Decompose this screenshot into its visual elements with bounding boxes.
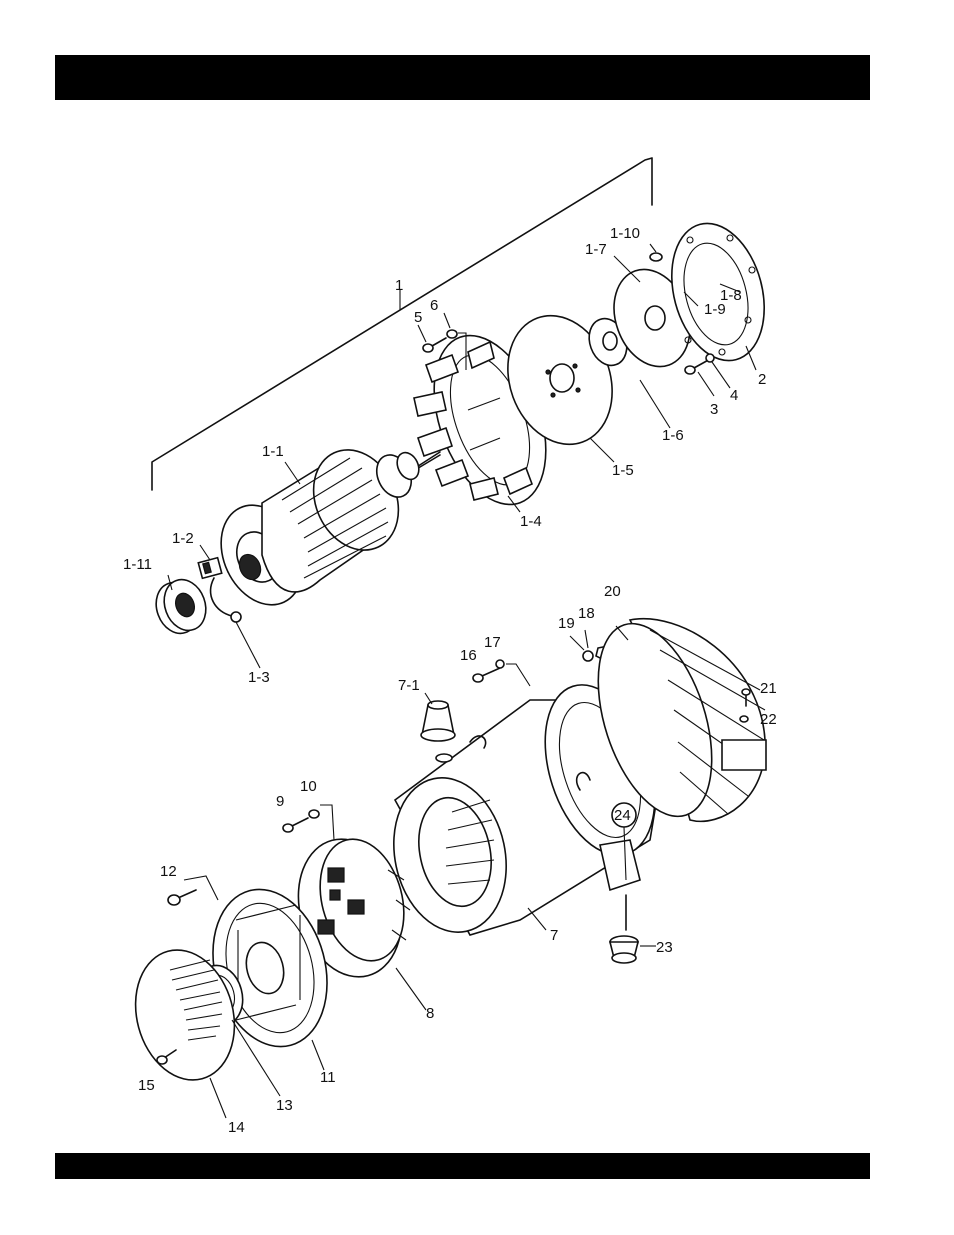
bolt-12 <box>168 876 218 905</box>
label-1-11: 1-11 <box>123 556 152 573</box>
label-19: 19 <box>558 615 575 632</box>
label-1-2: 1-2 <box>172 530 194 547</box>
bearing-1-11 <box>149 574 212 640</box>
label-1-6: 1-6 <box>662 427 684 444</box>
label-20: 20 <box>604 583 621 600</box>
label-13: 13 <box>276 1097 293 1114</box>
label-4: 4 <box>730 387 738 404</box>
label-1-4: 1-4 <box>520 513 542 530</box>
label-11: 11 <box>320 1069 336 1086</box>
label-18: 18 <box>578 605 595 622</box>
key-1-10 <box>650 253 662 261</box>
grommet-7-1 <box>421 701 455 741</box>
label-14: 14 <box>228 1119 245 1136</box>
bolt-16 <box>473 668 500 682</box>
label-17: 17 <box>484 634 501 651</box>
label-7: 7 <box>550 927 558 944</box>
washer-17 <box>496 660 530 686</box>
label-9: 9 <box>276 793 284 810</box>
label-1-3: 1-3 <box>248 669 270 686</box>
rotor-1-1 <box>206 436 440 618</box>
bolt-5 <box>423 338 446 352</box>
brush-holder-1-2 <box>198 558 221 579</box>
washer-4 <box>706 354 714 362</box>
label-16: 16 <box>460 647 477 664</box>
label-1-9: 1-9 <box>704 301 726 318</box>
label-3: 3 <box>710 401 718 418</box>
label-1-7: 1-7 <box>585 241 607 258</box>
label-22: 22 <box>760 711 777 728</box>
label-15: 15 <box>138 1077 155 1094</box>
label-24: 24 <box>614 807 631 824</box>
washer-19 <box>583 651 593 661</box>
washer-22 <box>740 716 748 722</box>
washer-10 <box>309 805 334 840</box>
label-7-1: 7-1 <box>398 677 420 694</box>
label-1: 1 <box>395 277 403 294</box>
label-1-5: 1-5 <box>612 462 634 479</box>
label-5: 5 <box>414 309 422 326</box>
label-1-10: 1-10 <box>610 225 640 242</box>
label-1-1: 1-1 <box>262 443 284 460</box>
label-2: 2 <box>758 371 766 388</box>
label-12: 12 <box>160 863 177 880</box>
label-23: 23 <box>656 939 673 956</box>
vibration-mount-23 <box>610 936 638 963</box>
label-8: 8 <box>426 1005 434 1022</box>
label-10: 10 <box>300 778 317 795</box>
label-21: 21 <box>760 680 777 697</box>
bolt-9 <box>283 818 308 832</box>
label-6: 6 <box>430 297 438 314</box>
